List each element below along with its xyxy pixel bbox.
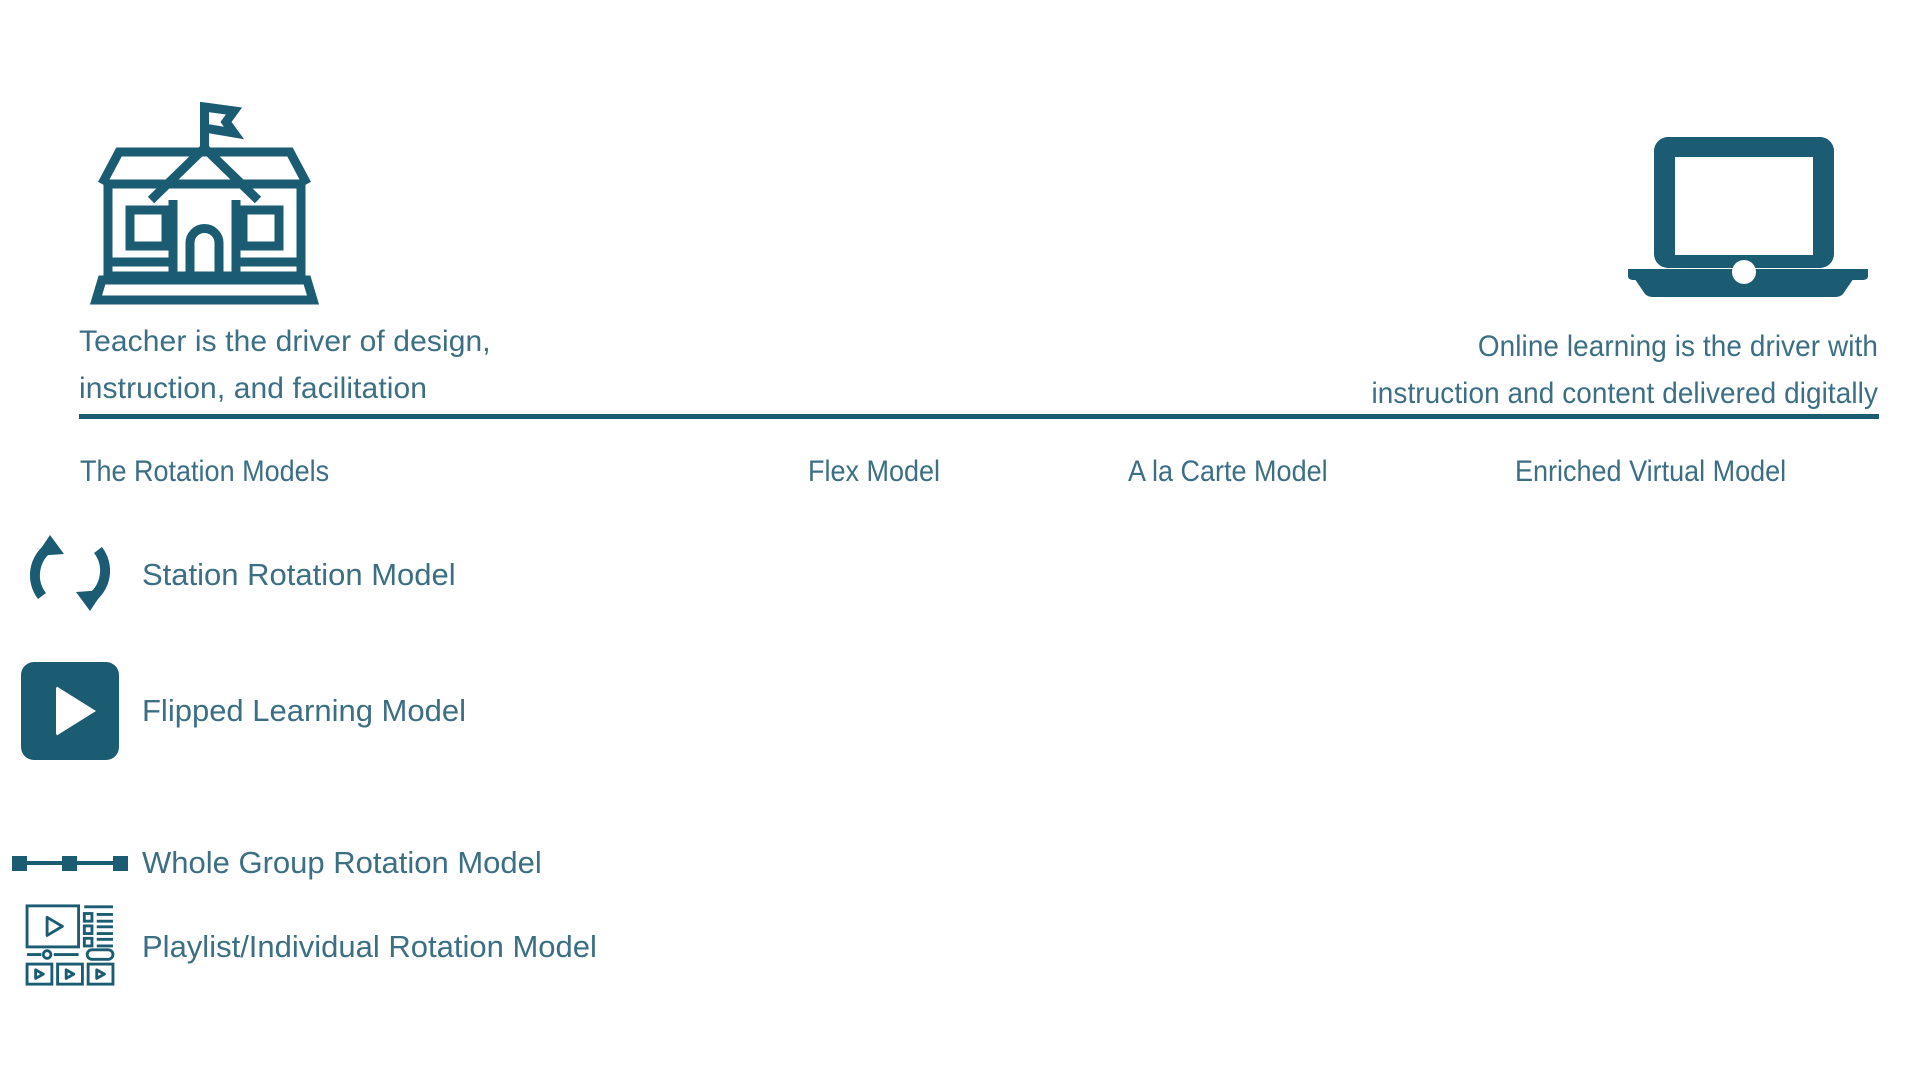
connector-node-middle [62, 856, 77, 871]
category-row: The Rotation Models Flex Model A la Cart… [0, 452, 1920, 496]
connector-node-right [113, 856, 128, 871]
icon-slot [0, 892, 140, 1002]
horizontal-divider [79, 414, 1879, 419]
list-item-label: Flipped Learning Model [142, 693, 466, 728]
list-item-label: Playlist/Individual Rotation Model [142, 929, 597, 964]
right-caption-line-2: instruction and content delivered digita… [1371, 377, 1878, 410]
list-item: Station Rotation Model [0, 520, 456, 630]
laptop-icon [1628, 133, 1868, 299]
left-caption-line-2: instruction, and facilitation [79, 372, 428, 405]
list-item-label: Station Rotation Model [142, 557, 456, 592]
left-caption: Teacher is the driver of design, instruc… [79, 318, 699, 412]
play-button-icon [21, 662, 119, 760]
play-triangle-icon [56, 686, 96, 736]
list-item: Playlist/Individual Rotation Model [0, 892, 597, 1002]
icon-slot [0, 656, 140, 766]
list-item: Whole Group Rotation Model [0, 808, 542, 918]
schoolhouse-icon [88, 100, 350, 305]
video-playlist-icon [24, 903, 116, 992]
right-caption: Online learning is the driver with instr… [1153, 323, 1878, 417]
icon-slot [0, 520, 140, 630]
category-a-la-carte-model: A la Carte Model [1128, 455, 1328, 488]
category-enriched-virtual-model: Enriched Virtual Model [1515, 455, 1787, 488]
category-the-rotation-models: The Rotation Models [80, 455, 330, 488]
list-item-label: Whole Group Rotation Model [142, 845, 542, 880]
category-flex-model: Flex Model [808, 455, 941, 488]
three-node-connector-icon [12, 853, 128, 873]
left-caption-line-1: Teacher is the driver of design, [79, 325, 491, 358]
circular-rotation-arrows-icon [20, 523, 120, 628]
right-caption-line-1: Online learning is the driver with [1477, 330, 1878, 363]
connector-node-left [12, 856, 27, 871]
list-item: Flipped Learning Model [0, 656, 466, 766]
icon-slot [0, 808, 140, 918]
